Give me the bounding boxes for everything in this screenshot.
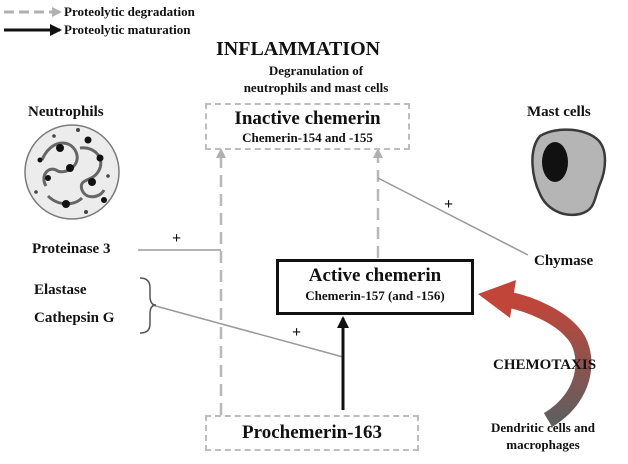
active-chemerin-title: Active chemerin: [308, 265, 442, 286]
chemotaxis-arrow-head: [478, 280, 516, 318]
chymase-label: Chymase: [534, 253, 594, 269]
neutrophils-label: Neutrophils: [28, 104, 104, 120]
inactive-chemerin-box: Inactive chemerin Chemerin-154 and -155: [205, 103, 410, 150]
prochemerin-box: Prochemerin-163: [205, 415, 419, 451]
legend-maturation-label: Proteolytic maturation: [64, 22, 191, 37]
active-chemerin-subtitle: Chemerin-157 (and -156): [305, 288, 445, 303]
proteinase3-plus: +: [172, 230, 182, 247]
inactive-chemerin-title: Inactive chemerin: [234, 108, 381, 129]
neutrophil-illustration: [24, 124, 120, 220]
inactive-chemerin-subtitle: Chemerin-154 and -155: [242, 130, 373, 145]
proteinase3-label: Proteinase 3: [32, 241, 111, 257]
degranulation-line2: neutrophils and mast cells: [243, 80, 389, 95]
elastase-label: Elastase: [34, 282, 87, 298]
chymase-plus: +: [444, 196, 454, 213]
dendritic-line1: Dendritic cells and: [491, 420, 595, 435]
elastase-cathepsin-plus: +: [292, 324, 302, 341]
chymase-connector: [377, 177, 529, 256]
elastase-cathepsin-brace: [139, 277, 157, 334]
mast-cells-label: Mast cells: [527, 104, 591, 120]
elastase-cathepsin-connector: [151, 304, 344, 358]
active-chemerin-box: Active chemerin Chemerin-157 (and -156): [276, 259, 474, 315]
legend-degradation-label: Proteolytic degradation: [64, 4, 195, 19]
cathepsin-label: Cathepsin G: [34, 310, 115, 326]
chemotaxis-label: CHEMOTAXIS: [493, 357, 597, 373]
dendritic-line2: macrophages: [506, 437, 580, 452]
degranulation-line1: Degranulation of: [268, 63, 364, 78]
inflammation-title: INFLAMMATION: [216, 38, 381, 60]
prochemerin-label: Prochemerin-163: [242, 422, 382, 443]
chemotaxis-arrow-body: [508, 292, 592, 427]
mast-cell-illustration: [531, 128, 607, 217]
